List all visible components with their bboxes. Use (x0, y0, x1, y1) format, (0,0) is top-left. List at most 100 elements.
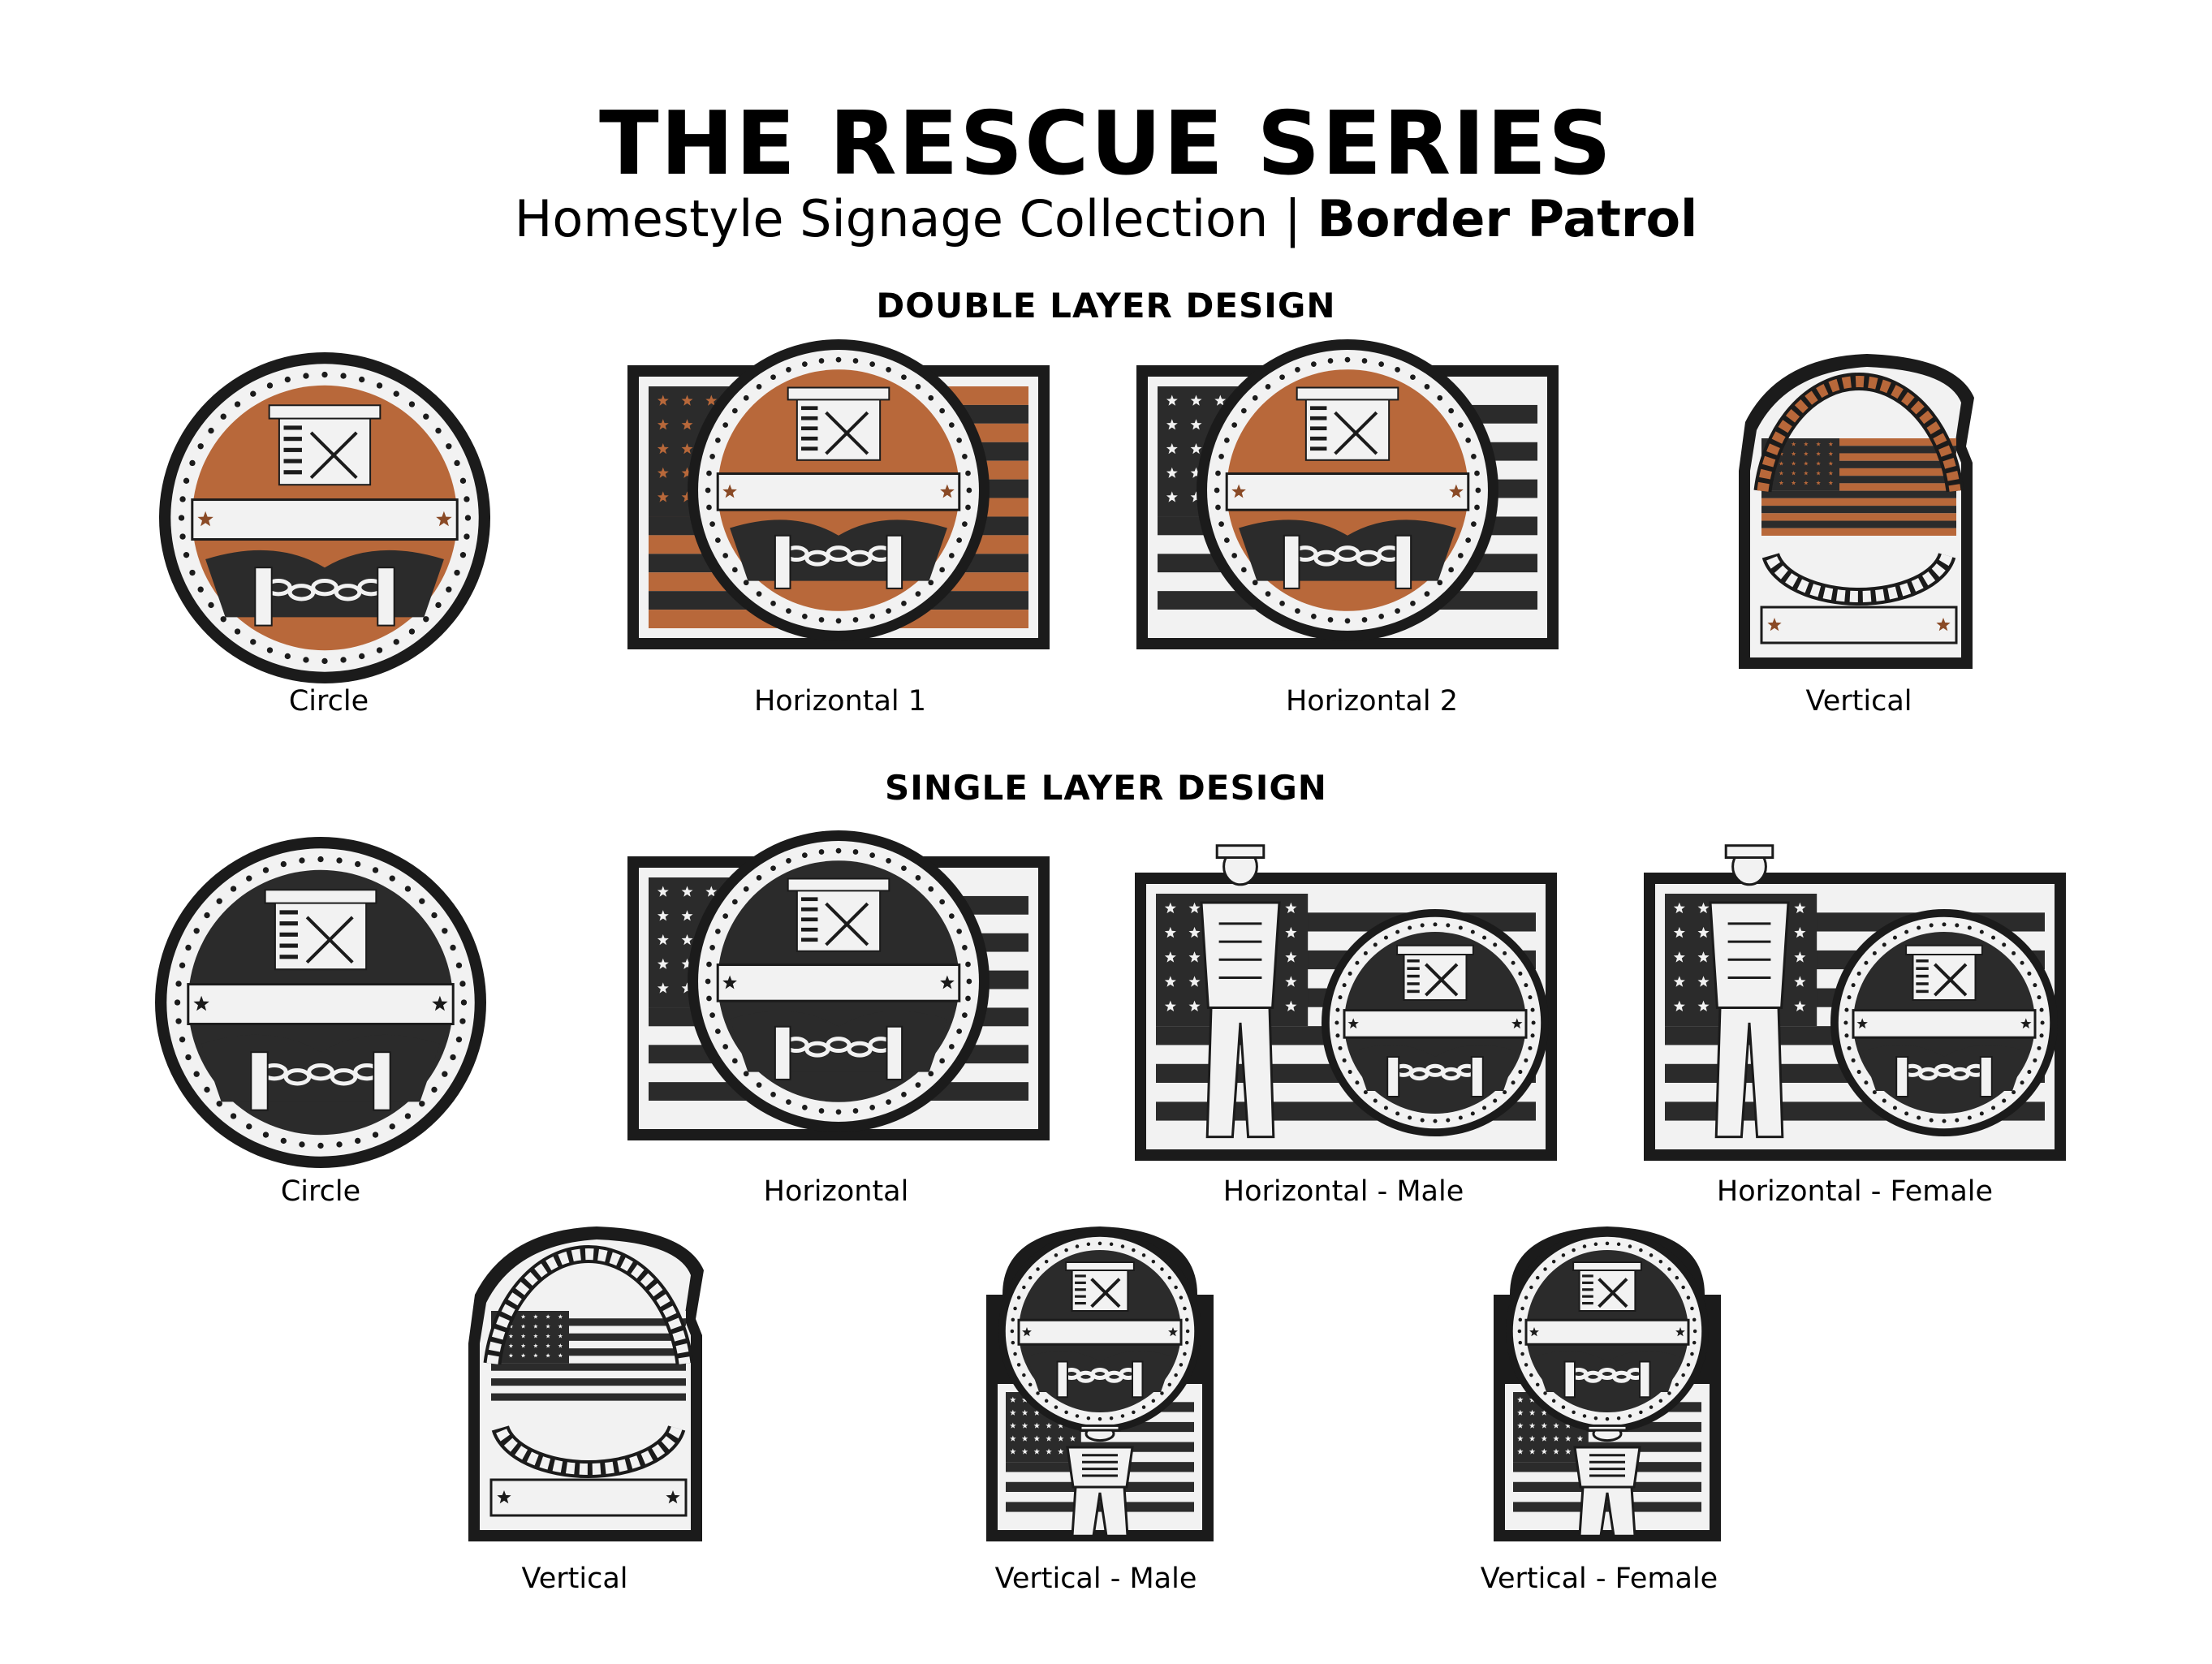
star-icon (681, 958, 693, 969)
single-vertical-male-sign (986, 1226, 1214, 1541)
star-icon (1285, 951, 1297, 963)
star-icon (1033, 1422, 1040, 1429)
star-icon (1779, 471, 1784, 476)
star-icon (666, 1490, 680, 1504)
name-bar (1852, 1009, 2037, 1039)
star-icon (681, 910, 693, 921)
star-icon (1285, 926, 1297, 938)
star-icon (1010, 1409, 1016, 1416)
star-icon (722, 484, 737, 498)
star-icon (681, 394, 693, 406)
star-icon (1673, 926, 1685, 938)
agent-figure-icon (1573, 1424, 1641, 1537)
star-icon (722, 975, 737, 989)
star-icon (1791, 471, 1796, 476)
star-icon (1828, 481, 1834, 485)
star-icon (1565, 1448, 1572, 1455)
star-icon (1010, 1448, 1016, 1455)
name-bar (1225, 472, 1470, 511)
star-icon (1164, 926, 1176, 938)
star-icon (657, 467, 669, 478)
star-icon (533, 1324, 538, 1329)
star-icon (533, 1353, 538, 1358)
single-vertical-female-caption: Vertical - Female (1480, 1563, 1718, 1595)
star-icon (520, 1334, 526, 1339)
star-icon (1779, 461, 1784, 466)
star-icon (1529, 1448, 1536, 1455)
star-icon (1828, 442, 1834, 446)
star-icon (508, 1324, 514, 1329)
star-icon (1697, 902, 1710, 914)
star-icon (1168, 1327, 1178, 1337)
name-bar (1017, 1318, 1183, 1346)
star-icon (1285, 1000, 1297, 1011)
star-icon (533, 1314, 538, 1319)
name-bar (716, 472, 961, 511)
star-icon (1166, 491, 1178, 502)
star-icon (1816, 471, 1821, 476)
star-icon (1188, 926, 1201, 938)
star-icon (1190, 491, 1202, 502)
star-icon (1164, 951, 1176, 963)
star-icon (508, 1334, 514, 1339)
single-vertical-male-caption: Vertical - Male (994, 1563, 1197, 1595)
star-icon (657, 910, 669, 921)
subtitle-prefix: Homestyle Signage Collection | (514, 189, 1317, 248)
star-icon (1010, 1435, 1016, 1442)
watchtower-icon (1065, 1261, 1135, 1312)
star-icon (1166, 394, 1178, 406)
star-icon (1188, 1000, 1201, 1011)
agent-figure-icon (1066, 1424, 1134, 1537)
star-icon (657, 419, 669, 430)
watchtower-icon (1296, 386, 1399, 461)
star-icon (1804, 471, 1809, 476)
star-icon (657, 886, 669, 897)
star-icon (558, 1343, 563, 1348)
star-icon (1046, 1448, 1052, 1455)
barbed-wire-icon (491, 1425, 686, 1478)
double-circle-sign (159, 352, 490, 683)
star-icon (681, 419, 693, 430)
star-icon (1779, 451, 1784, 456)
star-icon (2020, 1018, 2032, 1029)
double-layer-heading: DOUBLE LAYER DESIGN (876, 286, 1336, 325)
name-bar (1760, 606, 1958, 644)
star-icon (1517, 1435, 1524, 1442)
star-icon (1164, 902, 1176, 914)
star-icon (1673, 951, 1685, 963)
star-icon (657, 934, 669, 946)
star-icon (508, 1353, 514, 1358)
star-icon (657, 958, 669, 969)
star-icon (1804, 481, 1809, 485)
star-icon (657, 982, 669, 994)
star-icon (1791, 442, 1796, 446)
star-icon (1021, 1448, 1028, 1455)
star-icon (657, 394, 669, 406)
star-icon (1565, 1422, 1572, 1429)
star-icon (1164, 1000, 1176, 1011)
star-icon (1022, 1327, 1032, 1337)
star-icon (558, 1353, 563, 1358)
star-icon (520, 1343, 526, 1348)
star-icon (1828, 471, 1834, 476)
single-vertical-sign (468, 1226, 704, 1541)
star-icon (1449, 484, 1464, 498)
single-circle-caption: Circle (280, 1175, 361, 1208)
single-circle-sign (155, 837, 486, 1168)
star-icon (545, 1314, 550, 1319)
star-icon (545, 1343, 550, 1348)
star-icon (508, 1343, 514, 1348)
single-vertical-female-sign (1494, 1226, 1721, 1541)
single-horizontal-sign (627, 830, 1050, 1140)
barbed-wire-icon (1753, 373, 1964, 493)
star-icon (1188, 976, 1201, 987)
watchtower-icon (1396, 944, 1474, 1001)
single-vertical-caption: Vertical (521, 1563, 628, 1595)
double-vertical-caption: Vertical (1805, 685, 1912, 718)
star-icon (1058, 1448, 1064, 1455)
star-icon (1529, 1422, 1536, 1429)
star-icon (1517, 1396, 1524, 1403)
star-icon (1791, 461, 1796, 466)
star-icon (1166, 419, 1178, 430)
star-icon (1285, 902, 1297, 914)
